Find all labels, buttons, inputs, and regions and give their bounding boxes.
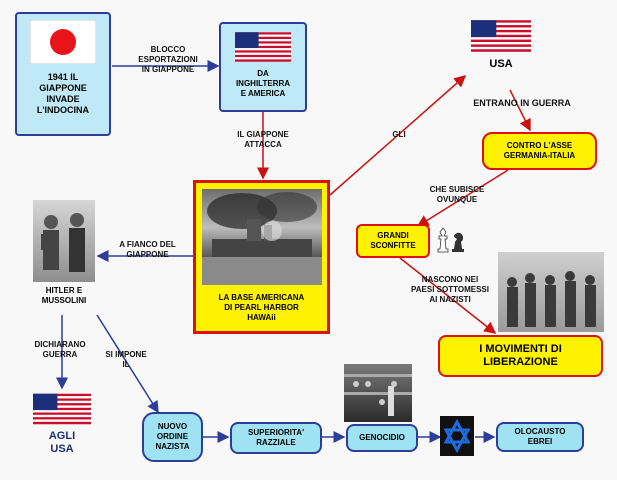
edge-label-subisce: CHE SUBISCE OVUNQUE <box>429 185 485 204</box>
edge-label-fianco: A FIANCO DEL GIAPPONE <box>119 240 176 259</box>
edge-label-blocco: BLOCCO ESPORTAZIONI IN GIAPPONE <box>138 45 198 74</box>
usa-flag-icon <box>471 20 531 52</box>
node-genocidio: GENOCIDIO <box>346 424 418 452</box>
node-contro-asse: CONTRO L'ASSE GERMANIA-ITALIA <box>482 132 597 170</box>
pearl-harbor-photo <box>201 189 322 285</box>
partisans-photo <box>498 252 604 332</box>
node-agli-usa: AGLI USA <box>28 392 96 464</box>
chess-pieces-icon <box>437 227 464 253</box>
star-of-david-icon <box>440 416 474 456</box>
arrow-pearl-to-usa <box>329 75 467 196</box>
edge-label-impone: SI IMPONE IL <box>105 350 147 369</box>
node-japan-invades-indochina: 1941 IL GIAPPONE INVADE L'INDOCINA <box>15 12 111 136</box>
edge-label-entrano: ENTRANO IN GUERRA <box>473 98 571 108</box>
japan-flag-icon <box>30 20 96 64</box>
uk-america-text: DA INGHILTERRA E AMERICA <box>235 69 291 98</box>
usa-flag-icon <box>33 393 91 425</box>
node-uk-america: DA INGHILTERRA E AMERICA <box>219 22 307 112</box>
hitler-mussolini-photo <box>33 200 95 282</box>
node-olocausto-ebrei: OLOCAUSTO EBREI <box>496 422 584 452</box>
node-usa: USA <box>466 18 536 80</box>
edge-label-gli: GLI <box>392 130 406 139</box>
arrow-hitler-to-nuovo <box>96 314 159 414</box>
node-pearl-harbor: LA BASE AMERICANA DI PEARL HARBOR HAWAii <box>193 180 330 334</box>
usa-flag-icon <box>235 32 291 62</box>
node-movimenti-liberazione: I MOVIMENTI DI LIBERAZIONE <box>438 335 603 377</box>
node-hitler-mussolini: HITLER E MUSSOLINI <box>30 200 98 312</box>
arrow-usa-to-contro <box>509 89 531 132</box>
edge-label-nascono: NASCONO NEI PAESI SOTTOMESSI AI NAZISTI <box>411 275 489 304</box>
node-superiorita-razziale: SUPERIORITA' RAZZIALE <box>230 422 322 454</box>
edge-label-dichiarano: DICHIARANO GUERRA <box>34 340 86 359</box>
node-nuovo-ordine-nazista: NUOVO ORDINE NAZISTA <box>142 412 203 462</box>
node-grandi-sconfitte: GRANDI SCONFITTE <box>356 224 430 258</box>
usa-label: USA <box>489 58 513 70</box>
arrow-grandi-to-movimenti <box>399 257 497 334</box>
japan-node-text: 1941 IL GIAPPONE INVADE L'INDOCINA <box>36 72 90 115</box>
camp-prisoners-photo <box>344 364 412 422</box>
arrow-contro-to-grandi <box>416 169 509 227</box>
edge-label-attacca: IL GIAPPONE ATTACCA <box>237 130 289 149</box>
